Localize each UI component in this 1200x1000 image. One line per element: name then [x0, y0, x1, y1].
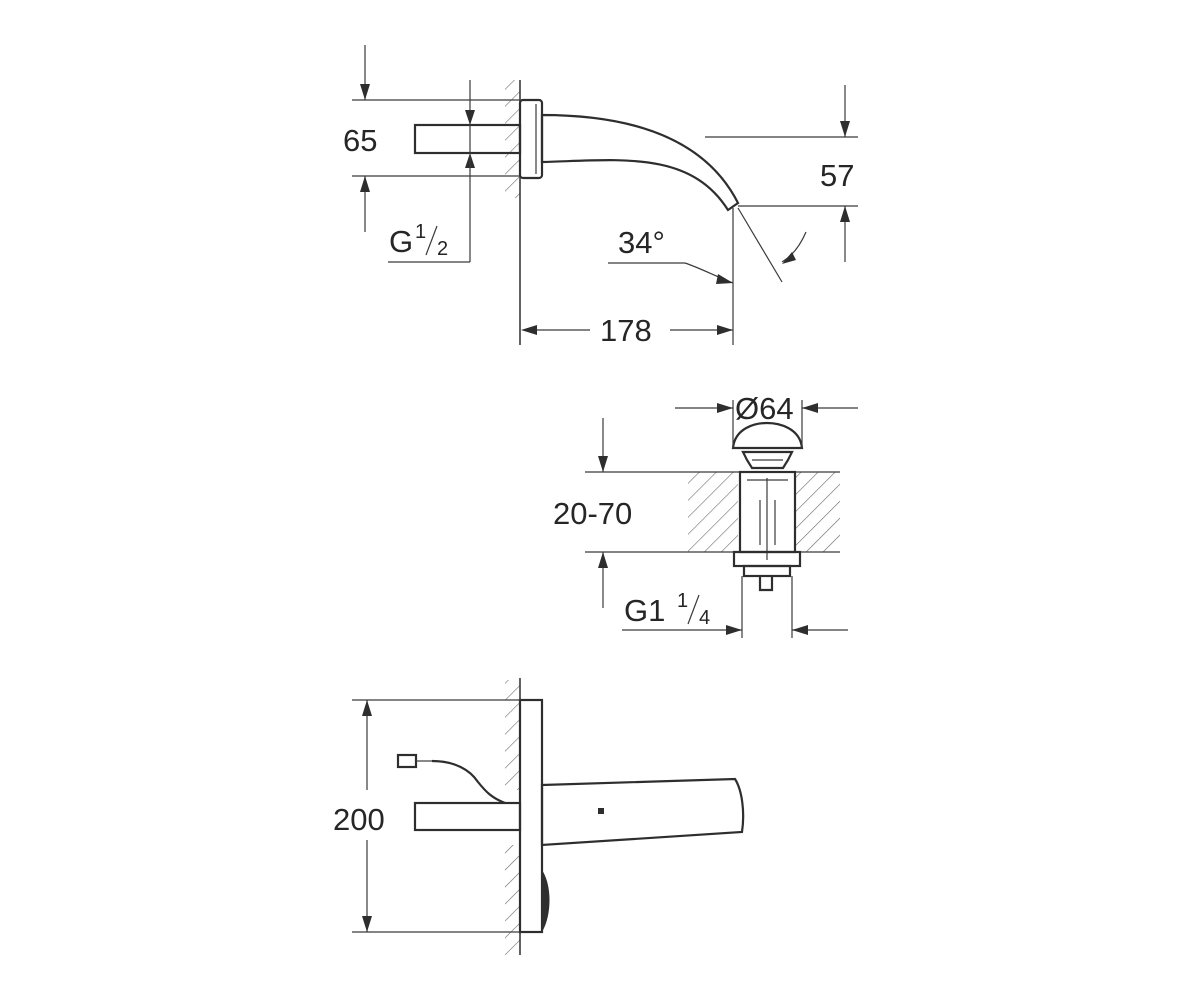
inlet-body-2 [413, 801, 522, 832]
angle-leader-arrow [716, 274, 733, 284]
escutcheon [518, 98, 544, 180]
dim-178-arrow-left [521, 325, 537, 335]
spout-body [540, 113, 740, 212]
g12-num: 1 [415, 221, 426, 243]
dim-64-arrow-right [802, 403, 818, 413]
valve-collar [741, 450, 794, 470]
g114-arrow-left [726, 625, 742, 635]
wall-hatch [505, 80, 520, 198]
basin-hatch-right [795, 472, 840, 552]
escutcheon-front [518, 698, 544, 934]
dim-2070-arrow-top [598, 456, 608, 472]
g114-arrow-right [792, 625, 808, 635]
wall-hatch-upper [505, 680, 520, 790]
dim-57-arrow-top [840, 121, 850, 137]
inlet-body [413, 123, 522, 155]
dim-57-arrow-bottom [840, 206, 850, 222]
dim-200-label: 200 [333, 802, 385, 837]
angle-arrow [782, 252, 796, 264]
valve-cap [731, 421, 804, 450]
dim-200-arrow-top [362, 700, 372, 716]
dim-2070-label: 20-70 [553, 496, 632, 531]
dim-65-arrow-bottom [360, 176, 370, 192]
g12-den: 2 [437, 238, 448, 260]
angle-label: 34° [618, 225, 665, 260]
spout-top-body [540, 777, 745, 847]
waste-valve-view: Ø64 20-70 G1 1 4 [553, 391, 858, 638]
wall-hatch-lower [505, 845, 520, 955]
g12-label: G [389, 224, 413, 259]
angle-arc [781, 231, 807, 263]
g114-num: 1 [677, 590, 688, 612]
valve-tail [758, 576, 774, 592]
escutcheon-shadow [542, 870, 550, 932]
basin-hatch-left [688, 472, 738, 552]
g12-arrow-top [465, 110, 475, 125]
sensor-connector [396, 753, 418, 769]
dim-64-arrow-left [717, 403, 733, 413]
spout-side-view: 65 G 1 2 57 34° 178 [343, 45, 858, 348]
sensor-cable [431, 759, 506, 805]
dim-65-label: 65 [343, 123, 377, 158]
g12-slash [425, 225, 438, 256]
g114-slash [687, 594, 700, 625]
spout-top-view: 200 [333, 678, 745, 955]
dim-200-arrow-bottom [362, 916, 372, 932]
dim-64-label: Ø64 [735, 391, 794, 426]
dim-2070-arrow-bottom [598, 552, 608, 568]
dim-178-arrow-right [717, 325, 733, 335]
angle-flow-line [737, 207, 783, 283]
dim-65-arrow-top [360, 84, 370, 100]
valve-washer [742, 564, 792, 578]
spout-sensor-mark [598, 808, 604, 814]
g114-den: 4 [699, 607, 710, 629]
dim-57-label: 57 [820, 158, 854, 193]
dim-178-label: 178 [600, 313, 652, 348]
g114-label: G1 [624, 593, 665, 628]
